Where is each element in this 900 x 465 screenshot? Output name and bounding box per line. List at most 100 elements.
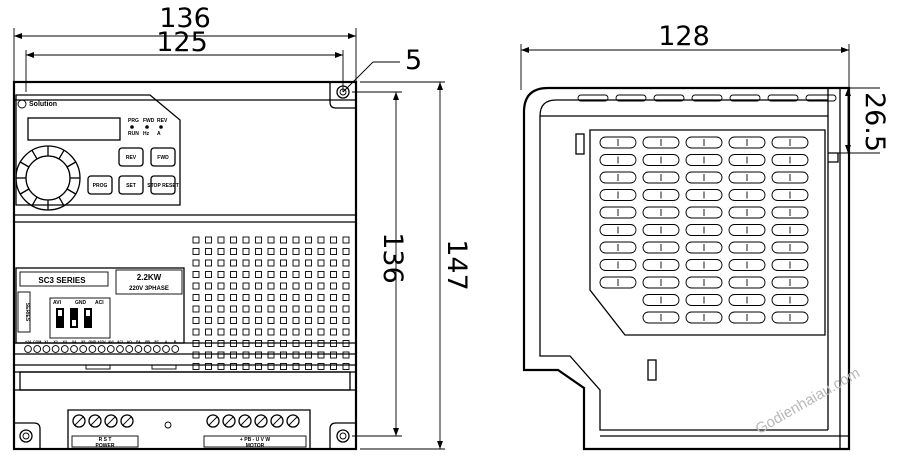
- prog-button[interactable]: PROG: [87, 175, 113, 195]
- vent-hole: [305, 236, 312, 244]
- vent-hole: [317, 328, 325, 336]
- vent-hole: [280, 351, 287, 359]
- front-vent-grid: [192, 236, 350, 370]
- vent-hole: [292, 317, 300, 324]
- vent-hole: [217, 259, 225, 267]
- rating-label: SC3 SERIES 2.2KW 220V 3PHASE SERIES AVI …: [15, 267, 185, 344]
- vent-hole: [280, 236, 287, 244]
- vent-hole: [280, 294, 287, 301]
- vent-hole: [255, 305, 262, 313]
- control-terminal-label: A: [165, 340, 168, 344]
- vent-hole: [330, 351, 337, 359]
- vent-hole: [205, 271, 212, 278]
- side-vent-slot: [599, 171, 637, 184]
- svg-text:RUN: RUN: [128, 131, 139, 137]
- vent-hole: [292, 248, 300, 255]
- top-vent-slot: [691, 94, 723, 102]
- side-vent-slot: [642, 206, 680, 219]
- svg-text:A: A: [157, 131, 161, 137]
- vent-hole: [192, 248, 200, 255]
- vent-hole: [217, 351, 225, 359]
- side-vent-slot: [728, 136, 766, 149]
- vent-hole: [330, 363, 337, 370]
- vent-hole: [217, 282, 225, 290]
- vent-hole: [242, 271, 250, 278]
- top-vent-slot: [615, 94, 647, 102]
- vent-hole: [255, 363, 262, 370]
- control-terminal-screw: [106, 345, 115, 353]
- vent-hole: [342, 236, 350, 244]
- vent-hole: [342, 248, 350, 255]
- front-top-dimensions: 136 125 5: [13, 3, 422, 93]
- vent-hole: [267, 236, 275, 244]
- svg-text:REV: REV: [126, 155, 137, 161]
- vent-hole: [267, 282, 275, 290]
- side-vent-slot: [685, 154, 723, 166]
- vent-hole: [330, 294, 337, 301]
- vent-hole: [292, 271, 300, 278]
- svg-text:GND: GND: [75, 300, 87, 306]
- fwd-button[interactable]: REV: [118, 147, 144, 167]
- vent-hole: [230, 259, 237, 267]
- vent-hole: [330, 236, 337, 244]
- rev-button[interactable]: FWD: [150, 147, 176, 167]
- dim-hole-diameter: 5: [405, 45, 422, 76]
- side-vent-slot: [642, 276, 680, 289]
- power-terminal-screw: [120, 414, 134, 428]
- front-view: Solution PRG FWD REV RUN Hz A: [12, 80, 358, 451]
- vent-hole: [205, 305, 212, 313]
- power-terminal-screw: [286, 414, 300, 428]
- side-vent-slot: [771, 154, 809, 166]
- vent-hole: [192, 282, 200, 290]
- vent-hole: [305, 363, 312, 370]
- side-vent-slot: [728, 241, 766, 254]
- vent-hole: [317, 271, 325, 278]
- control-terminal-label: COM: [33, 340, 41, 344]
- vent-hole: [280, 282, 287, 290]
- svg-text:ACI: ACI: [95, 300, 104, 306]
- vent-hole: [280, 317, 287, 324]
- control-terminal-screw: [162, 345, 170, 353]
- control-terminal-screw: [42, 345, 51, 353]
- power-terminal-block: R S T POWER + PB - U V W MOTOR: [67, 409, 311, 449]
- vent-hole: [242, 305, 250, 313]
- vent-hole: [230, 248, 237, 255]
- vent-hole: [242, 259, 250, 267]
- side-vent-slot: [599, 206, 637, 219]
- set-button[interactable]: SET: [118, 175, 144, 195]
- vent-hole: [192, 236, 200, 244]
- vent-hole: [255, 317, 262, 324]
- vent-hole: [230, 282, 237, 290]
- potentiometer-knob-icon[interactable]: [15, 145, 81, 211]
- control-terminal-label: X5: [81, 340, 85, 344]
- side-vent-slot: [685, 206, 723, 219]
- vent-hole: [217, 236, 225, 244]
- side-vent-slot: [642, 224, 680, 236]
- control-terminal-screw: [125, 345, 134, 353]
- vent-hole: [217, 248, 225, 255]
- side-vent-slot: [771, 206, 809, 219]
- vent-hole: [217, 317, 225, 324]
- vent-hole: [317, 282, 325, 290]
- vent-hole: [342, 305, 350, 313]
- side-vent-slot: [599, 154, 637, 166]
- mount-hole-bottom-left: [13, 422, 41, 450]
- side-vent-slot: [771, 224, 809, 236]
- stop-reset-button[interactable]: STOP RESET: [147, 175, 179, 195]
- vent-hole: [280, 271, 287, 278]
- dim-front-hole-width: 125: [156, 27, 208, 58]
- vent-hole: [192, 259, 200, 267]
- vent-hole: [342, 328, 350, 336]
- vent-hole: [242, 282, 250, 290]
- control-terminal-screw: [88, 345, 97, 353]
- control-terminal-label: +24: [25, 340, 31, 344]
- vent-hole: [292, 294, 300, 301]
- control-terminal-label: FC: [154, 340, 159, 344]
- vent-hole: [330, 305, 337, 313]
- side-vent-slot: [599, 189, 637, 201]
- mount-hole-bottom-right: [329, 422, 357, 450]
- vent-hole: [330, 259, 337, 267]
- vent-hole: [267, 317, 275, 324]
- side-vent-slot: [685, 241, 723, 254]
